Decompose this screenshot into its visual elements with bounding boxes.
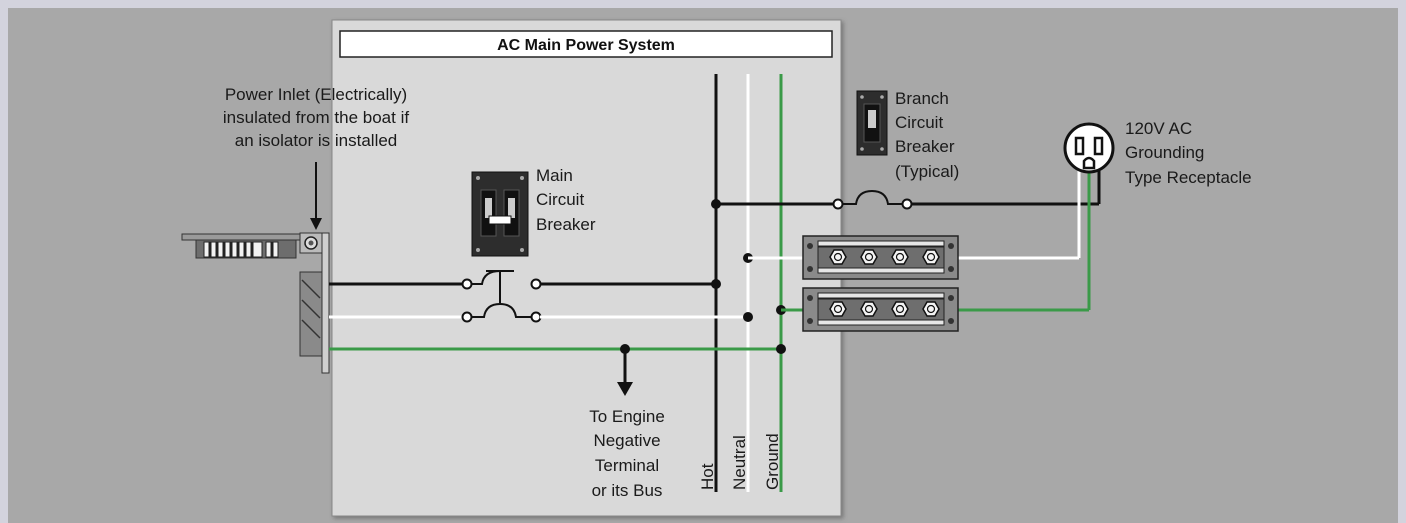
main-circuit-breaker-icon bbox=[471, 171, 529, 257]
inlet-label-line-3: an isolator is installed bbox=[235, 131, 398, 150]
ground-junction bbox=[776, 344, 786, 354]
branch-breaker-label-line-2: Circuit bbox=[895, 113, 943, 132]
branch-hot-wire bbox=[716, 170, 1101, 210]
receptacle-label-line-1: 120V AC bbox=[1125, 119, 1192, 138]
main-breaker-label-line-3: Breaker bbox=[536, 215, 596, 234]
inlet-pointer-arrow bbox=[310, 162, 322, 230]
receptacle-icon bbox=[1063, 122, 1115, 174]
inlet-label-line-2: insulated from the boat if bbox=[223, 108, 409, 127]
power-inlet-icon bbox=[181, 232, 330, 374]
neutral-bus-label: Neutral bbox=[730, 435, 749, 490]
panel-title: AC Main Power System bbox=[497, 37, 675, 54]
inlet-label-line-1: Power Inlet (Electrically) bbox=[225, 85, 407, 104]
title-box bbox=[339, 30, 833, 58]
main-panel bbox=[331, 19, 842, 517]
branch-circuit-breaker-icon bbox=[856, 90, 888, 156]
main-hot-wire bbox=[329, 270, 716, 303]
hot-bus-label: Hot bbox=[698, 463, 717, 490]
main-breaker-label-line-2: Circuit bbox=[536, 190, 584, 209]
main-ground-wire bbox=[329, 344, 781, 396]
main-breaker-label-line-1: Main bbox=[536, 166, 573, 185]
engine-label-line-1: To Engine bbox=[589, 407, 665, 426]
neutral-terminal-bar bbox=[802, 235, 959, 280]
branch-breaker-label-line-4: (Typical) bbox=[895, 162, 959, 181]
main-neutral-wire bbox=[329, 302, 748, 323]
branch-breaker-label-line-1: Branch bbox=[895, 89, 949, 108]
neutral-junction bbox=[743, 312, 753, 322]
engine-label-line-4: or its Bus bbox=[592, 481, 663, 500]
receptacle-label-line-3: Type Receptacle bbox=[1125, 168, 1252, 187]
ground-bus-label: Ground bbox=[763, 433, 782, 490]
engine-label-line-3: Terminal bbox=[595, 456, 659, 475]
receptacle-label-line-2: Grounding bbox=[1125, 143, 1204, 162]
branch-breaker-label-line-3: Breaker bbox=[895, 137, 955, 156]
hot-junction bbox=[711, 279, 721, 289]
ground-terminal-bar bbox=[802, 287, 959, 332]
engine-label-line-2: Negative bbox=[593, 431, 660, 450]
